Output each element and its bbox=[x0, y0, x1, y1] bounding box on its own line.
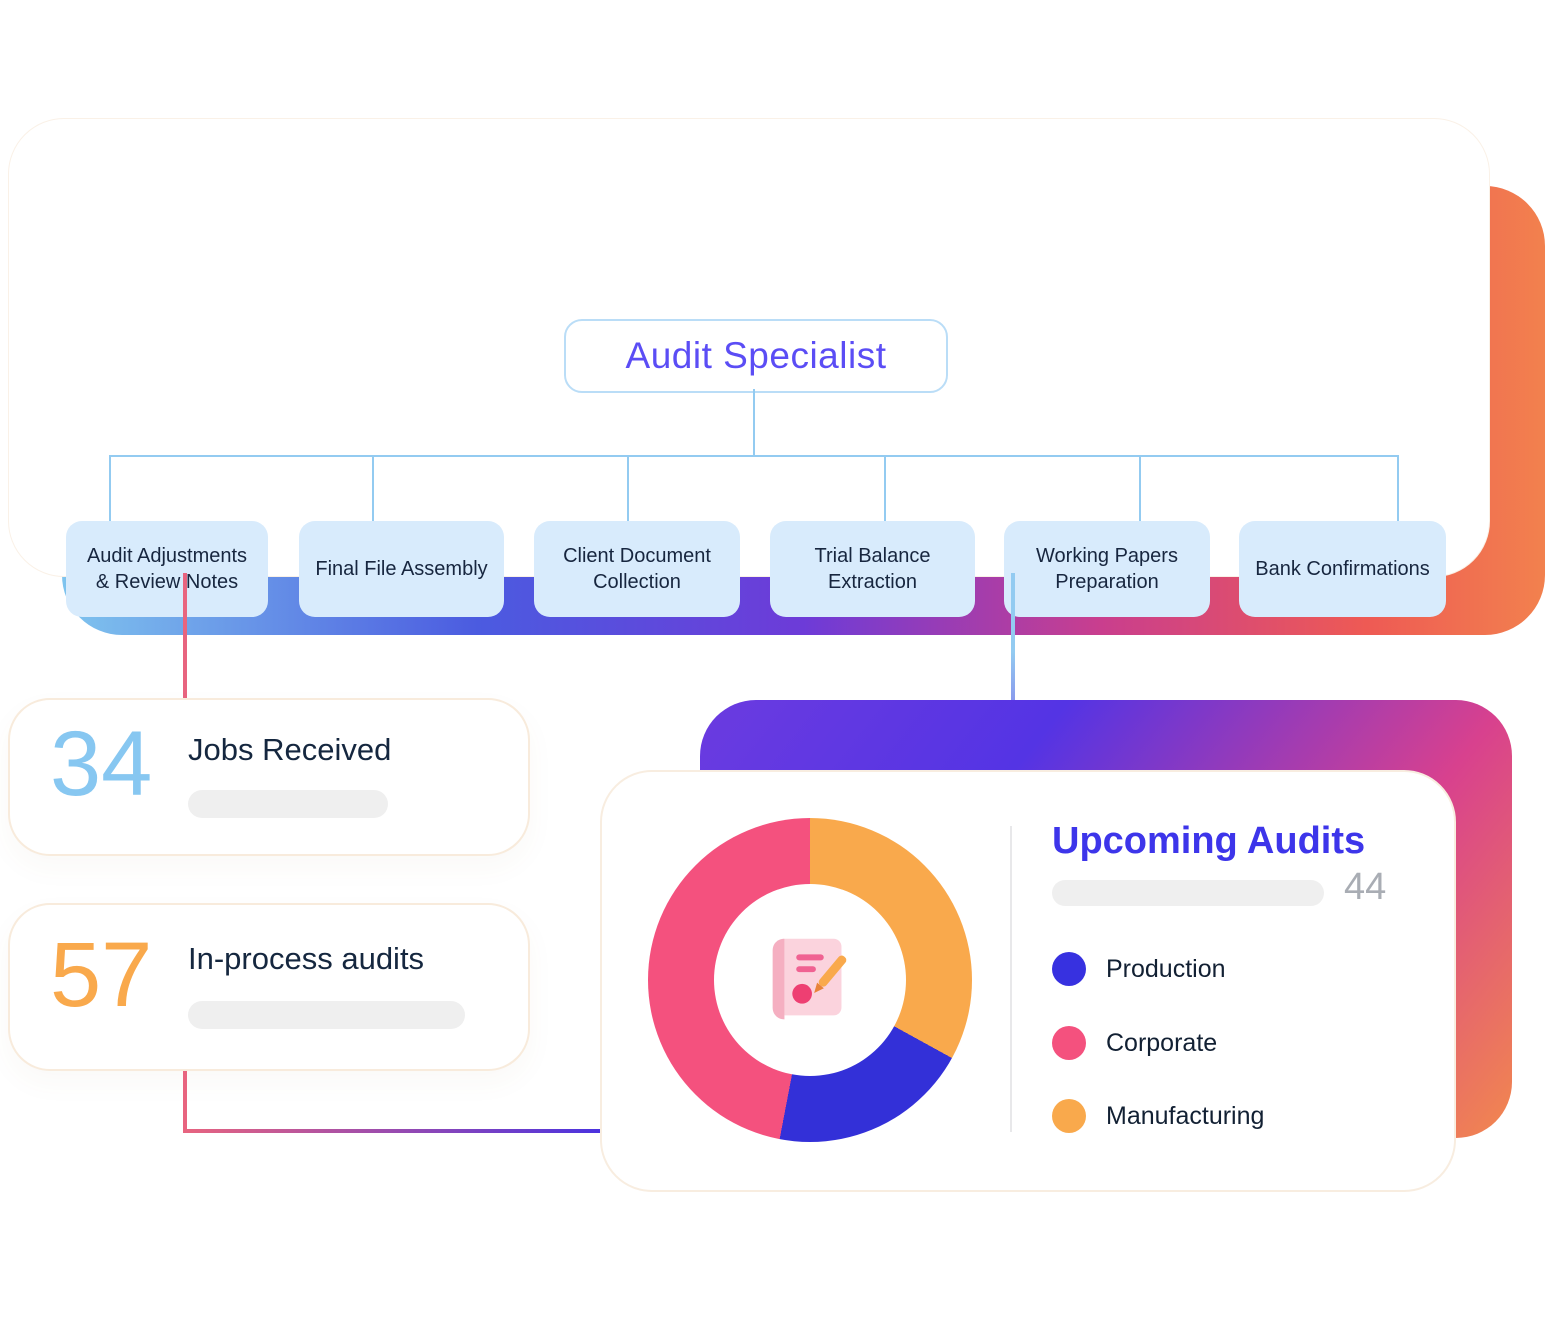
org-node-label: Client Document Collection bbox=[563, 545, 711, 593]
audit-document-icon bbox=[772, 938, 847, 1020]
in-process-audits-value: 57 bbox=[50, 924, 153, 1026]
production-dot bbox=[1052, 952, 1086, 986]
org-node-label: Trial Balance Extraction bbox=[814, 545, 931, 593]
org-node-label: Final File Assembly bbox=[315, 558, 488, 580]
org-root-label: Audit Specialist bbox=[625, 335, 887, 376]
connector-stub-4 bbox=[884, 455, 886, 521]
connector-root-stub bbox=[753, 389, 755, 455]
org-chart-card: Audit Specialist Audit Adjustments & Rev… bbox=[8, 118, 1490, 617]
legend-label: Corporate bbox=[1106, 1028, 1218, 1057]
corporate-dot bbox=[1052, 1026, 1086, 1060]
donut-center bbox=[714, 884, 906, 1076]
placeholder-bar bbox=[188, 1001, 465, 1029]
in-process-audits-card: 57 In-process audits bbox=[8, 903, 530, 1071]
org-node-trial-balance-extraction: Trial Balance Extraction bbox=[770, 521, 975, 617]
jobs-received-value: 34 bbox=[50, 713, 153, 815]
connector-to-jobs-received bbox=[183, 573, 187, 699]
card-divider bbox=[1010, 826, 1012, 1132]
connector-stub-1 bbox=[109, 455, 111, 521]
jobs-received-card: 34 Jobs Received bbox=[8, 698, 530, 856]
org-node-final-file-assembly: Final File Assembly bbox=[299, 521, 504, 617]
upcoming-audits-title: Upcoming Audits bbox=[1052, 820, 1366, 862]
org-node-label: Audit Adjustments & Review Notes bbox=[86, 545, 248, 593]
connector-stub-2 bbox=[372, 455, 374, 521]
placeholder-bar bbox=[1052, 880, 1324, 906]
org-node-audit-adjustments: Audit Adjustments & Review Notes bbox=[66, 521, 268, 617]
legend-item-production: Production bbox=[1052, 952, 1226, 986]
legend-item-corporate: Corporate bbox=[1052, 1026, 1217, 1060]
connector-horizontal bbox=[109, 455, 1399, 457]
org-node-working-papers-preparation: Working Papers Preparation bbox=[1004, 521, 1210, 617]
org-node-label: Working Papers Preparation bbox=[1036, 545, 1178, 593]
upcoming-audits-count: 44 bbox=[1344, 866, 1387, 908]
connector-to-upcoming-audits bbox=[1011, 573, 1015, 771]
connector-elbow-vertical bbox=[183, 1071, 187, 1133]
org-node-bank-confirmations: Bank Confirmations bbox=[1239, 521, 1446, 617]
connector-elbow-horizontal bbox=[183, 1129, 613, 1133]
connector-stub-6 bbox=[1397, 455, 1399, 521]
connector-stub-5 bbox=[1139, 455, 1141, 521]
org-root-node: Audit Specialist bbox=[564, 319, 948, 393]
legend-item-manufacturing: Manufacturing bbox=[1052, 1099, 1264, 1133]
in-process-audits-label: In-process audits bbox=[188, 941, 425, 976]
connector-stub-3 bbox=[627, 455, 629, 521]
org-node-label: Bank Confirmations bbox=[1255, 558, 1430, 580]
placeholder-bar bbox=[188, 790, 388, 818]
legend-label: Production bbox=[1106, 954, 1226, 983]
manufacturing-dot bbox=[1052, 1099, 1086, 1133]
legend-label: Manufacturing bbox=[1106, 1101, 1265, 1130]
org-node-client-document-collection: Client Document Collection bbox=[534, 521, 740, 617]
jobs-received-label: Jobs Received bbox=[188, 732, 392, 767]
